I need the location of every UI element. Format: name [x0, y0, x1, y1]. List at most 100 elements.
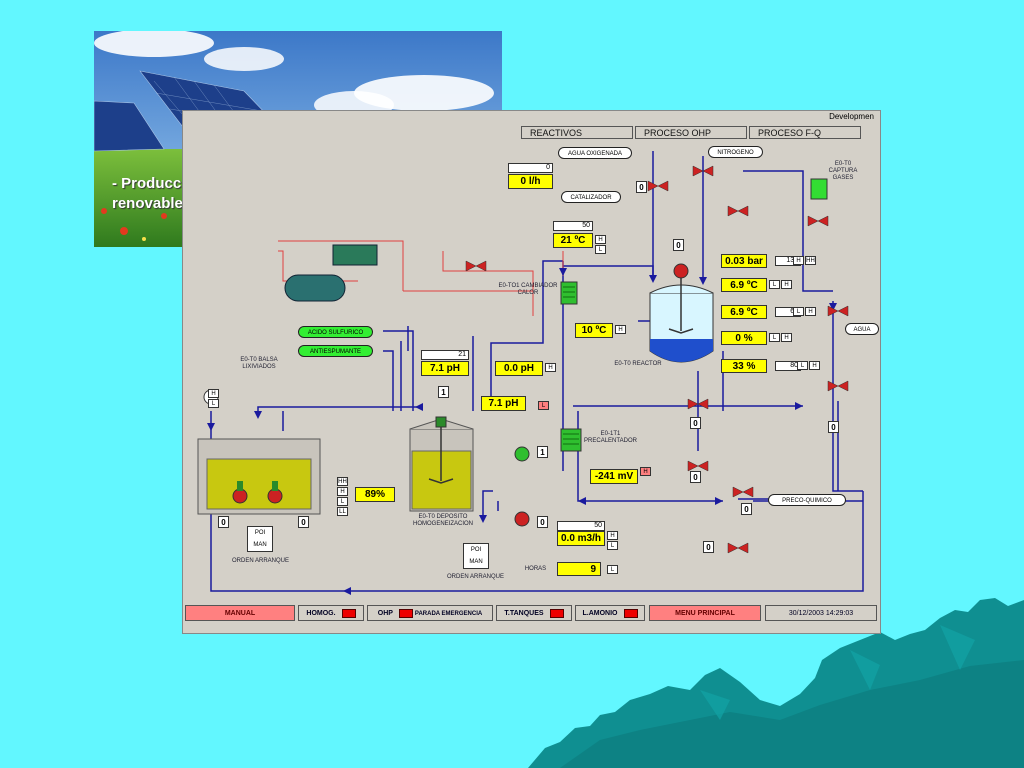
precalentador-label: E0-1T1 PRECALENTADOR — [584, 431, 637, 444]
alarm-h[interactable]: H — [337, 487, 348, 496]
pct2-value: 33 % — [721, 359, 767, 373]
alarm-l[interactable]: L — [793, 307, 804, 316]
mode-switch[interactable]: POI MAN — [247, 526, 273, 552]
status-button[interactable]: 0 — [537, 516, 548, 528]
captura-gases-label: E0-T0 CAPTURA GASES — [828, 161, 858, 181]
level-balsa-value: 89% — [355, 487, 395, 502]
status-button[interactable]: 0 — [690, 471, 701, 483]
hours-value: 9 — [557, 562, 601, 576]
flow-top-setpoint: 0 — [508, 163, 553, 173]
tanques-status-light — [549, 608, 564, 618]
alarm-l[interactable]: L — [797, 361, 808, 370]
ph-second-value: 0.0 pH — [495, 361, 543, 376]
lamonio-status-light — [623, 608, 638, 618]
temp2-value: 6.9 ºC — [721, 305, 767, 319]
alarm-h[interactable]: H — [595, 235, 606, 244]
pill-agua-oxigenada[interactable]: AGUA OXIGENADA — [558, 147, 632, 159]
alarm-h[interactable]: H — [809, 361, 820, 370]
alarm-h[interactable]: H — [640, 467, 651, 476]
tab-proceso-ohp[interactable]: PROCESO OHP — [635, 126, 747, 139]
manual-button[interactable]: MANUAL — [185, 605, 295, 621]
process-diagram — [197, 151, 864, 595]
temp1-value: 6.9 ºC — [721, 278, 767, 292]
status-button[interactable]: 1 — [537, 446, 548, 458]
homog-status-light — [341, 608, 356, 618]
alarm-h[interactable]: H — [607, 531, 618, 540]
alarm-h[interactable]: H — [615, 325, 626, 334]
status-button[interactable]: 0 — [741, 503, 752, 515]
mode-top-label: POI — [254, 530, 266, 536]
alarm-ll[interactable]: LL — [337, 507, 348, 516]
alarm-l[interactable]: L — [538, 401, 549, 410]
ohp-indicator[interactable]: OHP PARADA EMERGENCIA — [367, 605, 493, 621]
status-bar: MANUAL HOMOG. OHP PARADA EMERGENCIA T.TA… — [183, 603, 880, 627]
ohp-status-light — [398, 608, 413, 618]
orden-arranque-label-1: ORDEN ARRANQUE — [231, 558, 289, 564]
alarm-l[interactable]: L — [607, 565, 618, 574]
lamonio-label: L.AMONIO — [582, 610, 618, 617]
homog-label: HOMOG. — [306, 610, 336, 617]
tab-proceso-fq[interactable]: PROCESO F-Q — [749, 126, 861, 139]
reactivos-setpoint: 50 — [553, 221, 593, 231]
pill-nitrogeno[interactable]: NITROGENO — [708, 146, 763, 158]
deposito-label: E0-T0 DEPOSITO HOMOGENEIZACION — [412, 514, 473, 527]
pill-preco-quimico[interactable]: PRECO-QUIMICO — [768, 494, 846, 506]
orden-arranque-label-2: ORDEN ARRANQUE — [446, 574, 504, 580]
mode-switch[interactable]: POI MAN — [463, 543, 489, 569]
tab-bar: REACTIVOS PROCESO OHP PROCESO F-Q — [521, 126, 863, 139]
alarm-l[interactable]: L — [607, 541, 618, 550]
alarm-h[interactable]: H — [545, 363, 556, 372]
pill-antiespumante[interactable]: ANTIESPUMANTE — [298, 345, 373, 357]
alarm-h[interactable]: H — [208, 389, 219, 398]
alarm-l[interactable]: L — [337, 497, 348, 506]
temp-exchanger-value: 10 ºC — [575, 323, 613, 338]
alarm-l[interactable]: L — [208, 399, 219, 408]
status-button[interactable]: 0 — [636, 181, 647, 193]
alarm-h[interactable]: H — [793, 256, 804, 265]
hours-label: HORAS — [524, 566, 547, 572]
status-button[interactable]: 0 — [673, 239, 684, 251]
tab-reactivos[interactable]: REACTIVOS — [521, 126, 633, 139]
status-button[interactable]: 0 — [218, 516, 229, 528]
alarm-l[interactable]: L — [595, 245, 606, 254]
pressure-value: 0.03 bar — [721, 254, 767, 268]
status-button[interactable]: 0 — [690, 417, 701, 429]
alarm-h[interactable]: H — [781, 333, 792, 342]
status-button[interactable]: 0 — [828, 421, 839, 433]
ph-main-value: 7.1 pH — [421, 361, 469, 376]
exchanger-label: E0-TO1 CAMBIADOR CALOR — [498, 283, 558, 296]
status-button[interactable]: 0 — [703, 541, 714, 553]
mode-bottom-label: MAN — [469, 559, 483, 565]
pct1-value: 0 % — [721, 331, 767, 345]
redox-value: -241 mV — [590, 469, 638, 484]
reactor-label: E0-T0 REACTOR — [614, 361, 662, 367]
pill-catalizador[interactable]: CATALIZADOR — [561, 191, 621, 203]
menu-principal-button[interactable]: MENU PRINCIPAL — [649, 605, 761, 621]
tanques-label: T.TANQUES — [504, 610, 544, 617]
alarm-l[interactable]: L — [769, 333, 780, 342]
alarm-l[interactable]: L — [769, 280, 780, 289]
pill-agua[interactable]: AGUA — [845, 323, 879, 335]
lamonio-indicator[interactable]: L.AMONIO — [575, 605, 645, 621]
scada-window: Developmen — [182, 110, 881, 634]
status-button[interactable]: 0 — [298, 516, 309, 528]
temp-reactivos-value: 21 ºC — [553, 233, 593, 248]
status-button[interactable]: 1 — [438, 386, 449, 398]
alarm-h[interactable]: H — [805, 307, 816, 316]
pill-acido-sulfurico[interactable]: ACIDO SULFURICO — [298, 326, 373, 338]
balsa-label: E0-T0 BALSA LIXIVIADOS — [240, 357, 278, 370]
window-title: Developmen — [829, 112, 874, 121]
datetime-display: 30/12/2003 14:29:03 — [765, 605, 877, 621]
alarm-h[interactable]: H — [781, 280, 792, 289]
flow-top-value: 0 l/h — [508, 174, 553, 189]
alarm-hh[interactable]: HH — [805, 256, 816, 265]
alarm-hh[interactable]: HH — [337, 477, 348, 486]
flow-bottom-setpoint: 50 — [557, 521, 605, 531]
mode-bottom-label: MAN — [253, 542, 267, 548]
parada-label: PARADA EMERGENCIA — [414, 611, 483, 617]
ph-main-setpoint: 21 — [421, 350, 469, 360]
ph-third-value: 7.1 pH — [481, 396, 526, 411]
tanques-indicator[interactable]: T.TANQUES — [496, 605, 572, 621]
homog-indicator[interactable]: HOMOG. — [298, 605, 364, 621]
